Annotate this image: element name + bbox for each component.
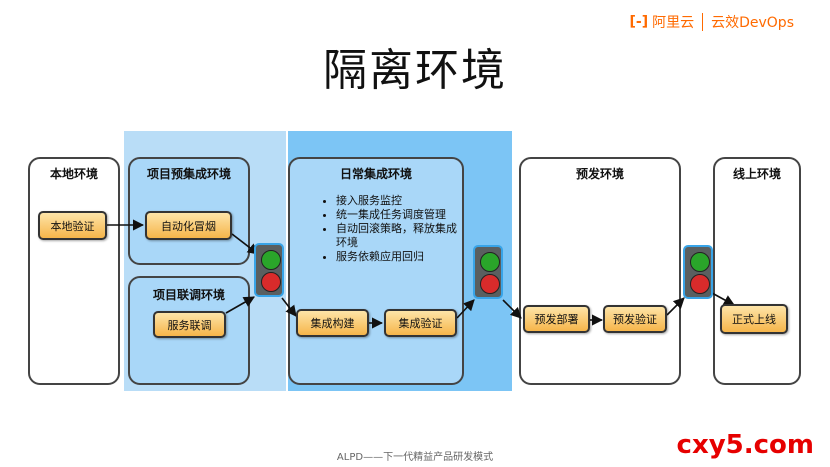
node-integration-verify: 集成验证 [384,309,457,337]
stage-daily: 日常集成环境 [288,157,464,385]
brand-divider [702,13,704,31]
stage-project-pre-title: 项目预集成环境 [146,167,231,181]
red-light-icon [261,272,281,292]
stage-pre-release: 预发环境 [519,157,681,385]
list-item: 自动回滚策略，释放集成环境 [336,222,464,250]
list-item: 接入服务监控 [336,194,464,208]
stage-local: 本地环境 [28,157,120,385]
arrow-smoke-to-light [231,233,259,255]
red-light-icon [690,274,710,294]
arrow-joint-to-light [225,296,255,314]
node-pre-deploy: 预发部署 [523,305,590,333]
arrow-light-to-release [711,292,735,306]
node-pre-verify: 预发验证 [603,305,667,333]
traffic-light-icon [473,245,503,299]
stage-project-joint-title: 项目联调环境 [152,288,225,302]
watermark: cxy5.com [676,430,814,460]
brand-name: 阿里云 [652,15,695,31]
node-integration-build: 集成构建 [296,309,369,337]
stage-project-joint: 项目联调环境 [128,276,250,385]
traffic-light-icon [254,243,284,297]
red-light-icon [480,274,500,294]
brand-logo: [-] 阿里云 云效DevOps [629,12,794,32]
green-light-icon [480,252,500,272]
stage-pre-release-title: 预发环境 [575,167,624,181]
node-local-verify: 本地验证 [38,211,107,240]
footer-caption: ALPD——下一代精益产品研发模式 [336,452,494,463]
node-service-debug: 服务联调 [153,311,226,338]
traffic-light-icon [683,245,713,299]
page-title: 隔离环境 [323,45,507,96]
stage-online-title: 线上环境 [732,167,781,181]
stage-online: 线上环境 [713,157,801,385]
list-item: 服务依赖应用回归 [336,250,464,264]
node-auto-smoke: 自动化冒烟 [145,211,232,240]
aliyun-logo-icon: [-] [629,14,649,30]
stage-local-title: 本地环境 [49,167,98,181]
arrow-light-to-build [281,297,297,317]
node-go-live: 正式上线 [720,304,788,334]
arrow-light-to-deploy [502,299,522,319]
green-light-icon [690,252,710,272]
daily-feature-list: 接入服务监控 统一集成任务调度管理 自动回滚策略，释放集成环境 服务依赖应用回归 [322,194,464,264]
arrow-preverify-to-light [666,297,685,316]
stage-daily-title: 日常集成环境 [339,167,412,181]
green-light-icon [261,250,281,270]
list-item: 统一集成任务调度管理 [336,208,464,222]
arrow-verify-to-light [456,299,475,319]
product-name: 云效DevOps [711,15,794,31]
